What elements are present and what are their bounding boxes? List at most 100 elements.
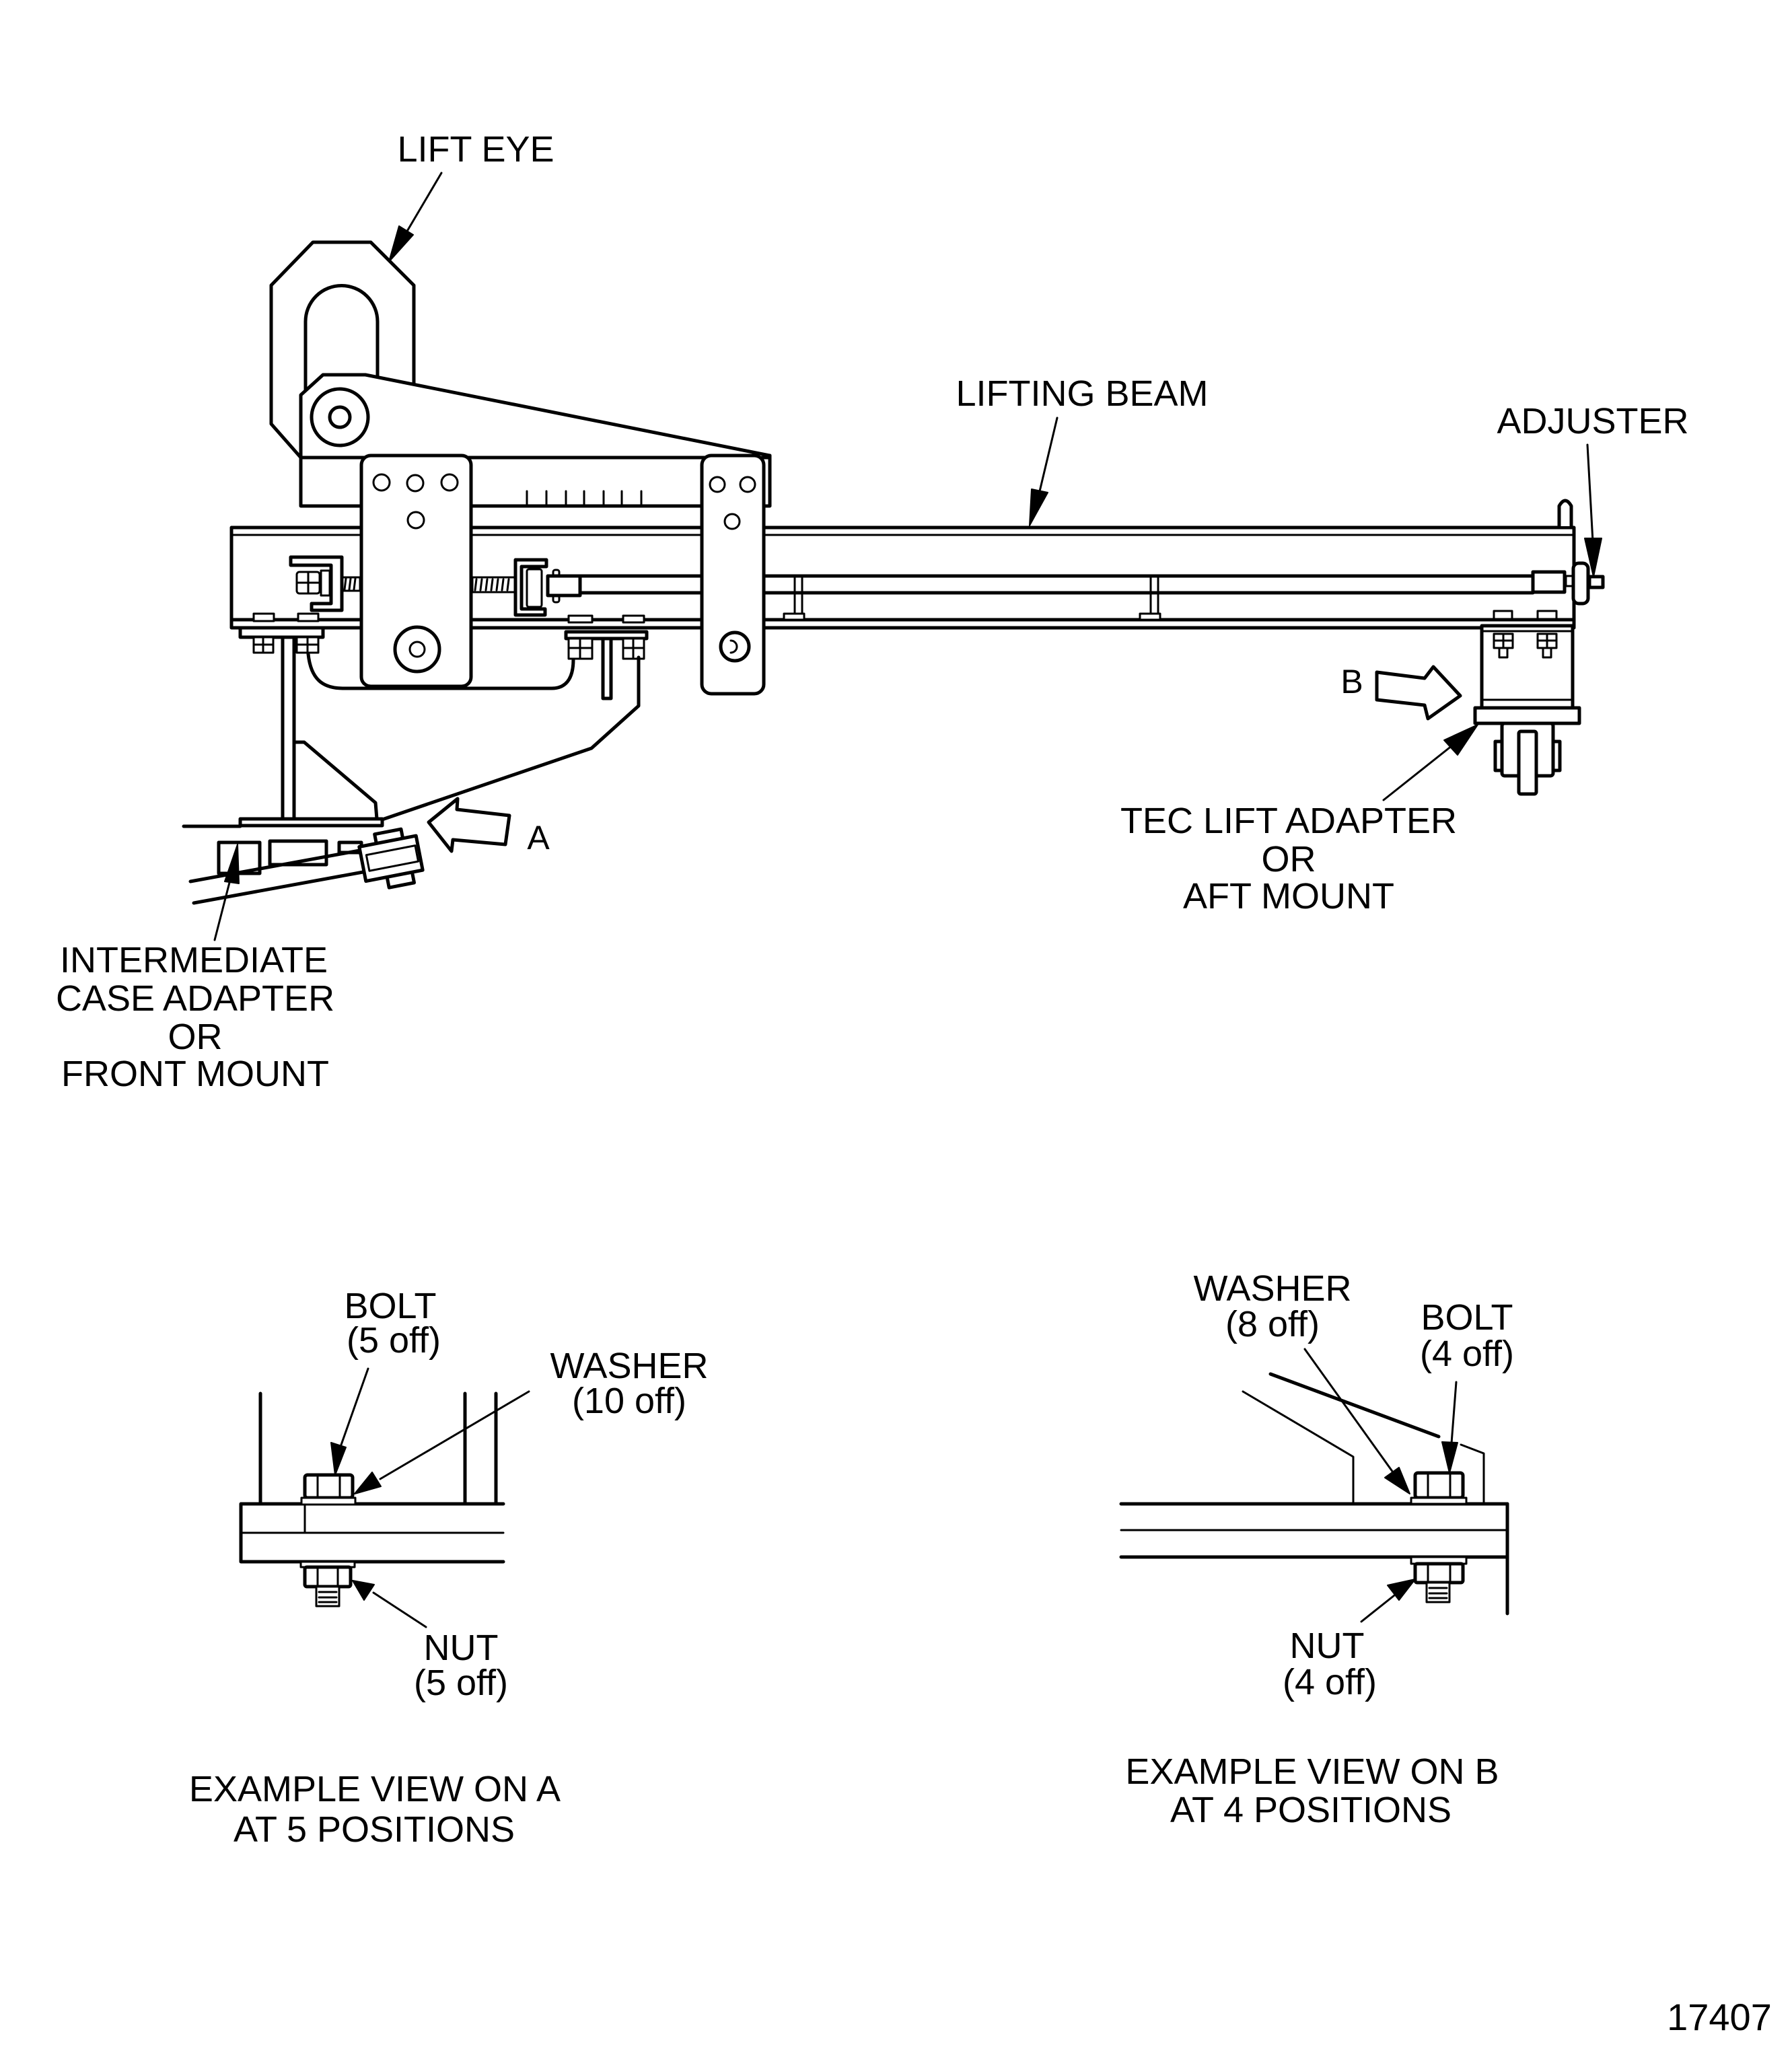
aft-bolt-head [1536, 610, 1558, 620]
right-hanger-plate-body [700, 454, 766, 696]
case-clamp [357, 827, 425, 890]
locating-pin [1557, 499, 1573, 528]
label-view-b-marker: B [1340, 663, 1363, 700]
plate-hole [739, 476, 756, 493]
arrowhead-icon [354, 1472, 382, 1494]
plate-hole [723, 513, 741, 530]
arrowhead-icon [1584, 538, 1602, 577]
label-line: CASE ADAPTER [56, 978, 334, 1019]
bolt-thread-end [1498, 647, 1509, 659]
aft-mount-flange [1473, 706, 1581, 725]
front-mount-side-bracket [380, 655, 641, 822]
label-bolt-qty: (5 off) [347, 1320, 441, 1361]
detail-view-a: BOLT (5 off) WASHER (10 off) NUT (5 off)… [189, 1286, 709, 1850]
label-bolt-qty: (4 off) [1420, 1334, 1514, 1374]
aft-lug-plate [1517, 729, 1538, 796]
view-a-arrow-icon [427, 797, 511, 853]
leader-line [1303, 1348, 1394, 1474]
clamp-window [365, 844, 420, 872]
arrowhead-icon [352, 1580, 375, 1601]
rod-end-cap [1531, 570, 1567, 594]
washer [300, 1496, 357, 1506]
right-hanger-plate [700, 454, 766, 696]
plate-hole [372, 473, 391, 492]
adjuster-knob [1587, 575, 1605, 589]
leader-line [1382, 744, 1454, 801]
leader-line [1450, 1381, 1458, 1445]
leader-line [213, 873, 233, 941]
plate-pivot-boss [719, 630, 751, 663]
adapter-block [268, 839, 328, 867]
detail-a-leader-nut [352, 1580, 427, 1628]
nut [303, 1565, 353, 1589]
leader-line [1360, 1594, 1396, 1623]
leader-line [379, 1390, 530, 1480]
label-adjuster: ADJUSTER [1497, 401, 1688, 441]
left-hanger-plate-body [359, 454, 473, 688]
label-nut-qty: (4 off) [1283, 1662, 1377, 1702]
plate-pivot-pin [408, 641, 426, 658]
label-front-mount: INTERMEDIATE CASE ADAPTER OR FRONT MOUNT [56, 940, 334, 1094]
front-mount-base-plate [238, 817, 384, 828]
front-mount-bolts [238, 612, 325, 654]
label-line: TEC LIFT ADAPTER [1120, 801, 1457, 841]
figure-number: 17407 [1667, 1996, 1772, 2038]
bolt-head [567, 614, 594, 624]
detail-a-leader-washer [354, 1390, 530, 1494]
arrowhead-icon [330, 1442, 347, 1476]
caption-view-a-line2: AT 5 POSITIONS [234, 1809, 515, 1850]
detail-b-leader-nut [1360, 1579, 1416, 1623]
beam-strut [1139, 576, 1161, 621]
beam-strut [783, 576, 805, 621]
detail-view-b: WASHER (8 off) BOLT (4 off) NUT (4 off) … [1119, 1268, 1514, 1830]
plate-hole [406, 511, 425, 530]
arrowhead-icon [1384, 1467, 1410, 1494]
label-line: FRONT MOUNT [61, 1054, 329, 1094]
plate-hole [406, 474, 425, 493]
front-mount-gusset [292, 740, 379, 821]
case-tube-lower [192, 869, 369, 905]
support-rod [601, 637, 613, 700]
detail-b-bracket-edge [1268, 1372, 1441, 1439]
label-nut: NUT [1290, 1626, 1365, 1666]
view-b-arrow-icon [1375, 665, 1462, 721]
label-washer-qty: (8 off) [1225, 1304, 1320, 1344]
label-line: INTERMEDIATE [60, 940, 328, 980]
label-washer-qty: (10 off) [572, 1381, 686, 1421]
mid-collar [546, 574, 582, 598]
mid-bracket [513, 558, 548, 617]
leader-line [1586, 443, 1594, 543]
front-mount-assembly [182, 635, 641, 905]
bolt-thread-end [1542, 647, 1552, 659]
plate-pivot-boss [393, 625, 441, 674]
mount-plate [238, 626, 325, 639]
plate-hole [709, 476, 726, 493]
caption-view-b-line1: EXAMPLE VIEW ON B [1125, 1751, 1499, 1792]
leader-lift-eye [388, 172, 443, 262]
leader-adjuster [1584, 443, 1602, 577]
adapter-block [217, 840, 262, 875]
label-view-a-marker: A [527, 819, 550, 857]
label-line: OR [168, 1017, 223, 1057]
detail-b-bolt [1410, 1471, 1468, 1603]
lift-eye-slot [303, 284, 380, 392]
leader-aft-mount [1382, 724, 1478, 801]
label-washer: WASHER [1193, 1268, 1351, 1309]
bolt-head [252, 612, 275, 622]
label-bolt: BOLT [344, 1286, 436, 1326]
bolt-head [1413, 1471, 1465, 1500]
nut [1413, 1562, 1465, 1585]
thread-hatch [318, 1591, 338, 1603]
plate-hole [440, 473, 459, 492]
arrowhead-icon [1441, 1441, 1458, 1474]
left-end-bracket [289, 555, 344, 612]
main-assembly-view: LIFT EYE LIFTING BEAM ADJUSTER B A TEC L… [56, 129, 1689, 1094]
leader-line [372, 1591, 427, 1628]
bolt-head [622, 614, 645, 624]
mid-collar-lug [552, 594, 561, 604]
label-line: OR [1262, 839, 1316, 879]
scale-ticks [526, 490, 643, 507]
lever-pivot-pin [328, 405, 352, 429]
mid-bracket-face [526, 568, 543, 608]
